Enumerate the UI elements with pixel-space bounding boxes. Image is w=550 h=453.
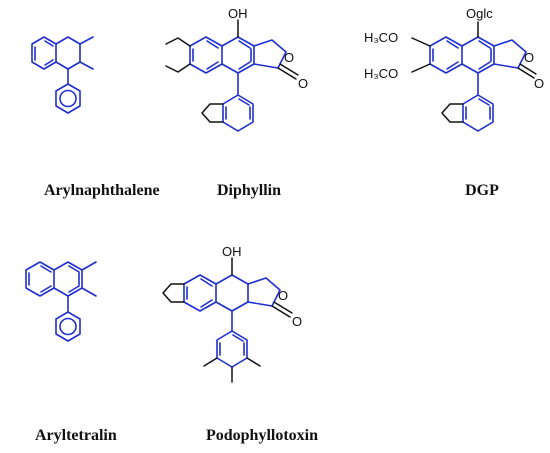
aryltetralin-structure xyxy=(25,261,97,342)
phenyl-ring xyxy=(55,83,81,114)
carbonyl-bond xyxy=(517,63,537,79)
ring-a xyxy=(25,261,55,297)
carbonyl-oxygen: O xyxy=(298,76,308,91)
diphyllin-structure: OH O O xyxy=(165,6,308,132)
methyl-bonds xyxy=(79,36,94,70)
ring-b xyxy=(215,274,249,312)
saturated-ring xyxy=(55,36,81,70)
ring-a-double-bonds xyxy=(192,40,219,70)
trimethoxyphenyl-double-bonds xyxy=(219,334,245,356)
methoxy-bonds xyxy=(165,37,191,73)
podophyllotoxin-structure: OH O O xyxy=(162,244,302,383)
aryl-ring xyxy=(462,94,494,132)
phenyl-aromatic-circle xyxy=(59,317,77,336)
ring-a xyxy=(183,274,217,312)
dgp-structure: Oglc H₃CO H₃CO O O xyxy=(364,6,544,132)
aryl-ring-double-bonds xyxy=(225,98,251,120)
carbonyl-bond xyxy=(271,301,293,318)
methoxy-bonds xyxy=(411,37,431,73)
methylenedioxy xyxy=(441,103,464,123)
phenyl-aromatic-circle xyxy=(59,89,77,108)
phenyl-ring xyxy=(55,311,81,342)
arylnaphthalene-label: Arylnaphthalene xyxy=(44,182,160,199)
ring-b-double-bonds xyxy=(238,40,252,70)
aryl-ring xyxy=(222,94,254,132)
trimethoxyphenyl-ring xyxy=(216,330,248,368)
ring-b-double-bonds xyxy=(478,40,492,70)
dgp-label: DGP xyxy=(465,182,499,199)
lactone-oxygen: O xyxy=(278,288,288,303)
ring-b xyxy=(53,261,83,297)
methoxy-top-label: H₃CO xyxy=(364,30,398,45)
methylenedioxy xyxy=(162,283,185,303)
methoxy-bonds xyxy=(203,357,261,383)
aryltetralin-label: Aryltetralin xyxy=(35,427,117,444)
ring-a xyxy=(189,36,223,74)
aryl-ring-double-bonds xyxy=(465,98,491,120)
oglc-label: Oglc xyxy=(466,6,493,21)
methyl-bonds xyxy=(81,261,97,297)
arylnaphthalene-structure xyxy=(31,36,94,114)
lactone-oxygen: O xyxy=(524,50,534,65)
benzo-ring-double-bonds xyxy=(34,40,54,66)
oh-label: OH xyxy=(222,244,242,259)
diphyllin-label: Diphyllin xyxy=(217,182,281,199)
ring-a-double-bonds xyxy=(432,40,459,70)
lactone-ring xyxy=(493,39,527,69)
carbonyl-oxygen: O xyxy=(534,76,544,91)
ring-a-double-bonds xyxy=(28,265,52,293)
ring-b xyxy=(221,36,255,74)
lactone-ring xyxy=(253,39,287,69)
ring-b xyxy=(461,36,495,74)
carbonyl-bond xyxy=(277,63,299,80)
lactone-ring xyxy=(247,277,281,307)
ring-a-double-bonds xyxy=(186,278,213,308)
methylenedioxy xyxy=(201,103,224,123)
podophyllotoxin-label: Podophyllotoxin xyxy=(206,427,318,444)
carbonyl-oxygen: O xyxy=(292,314,302,329)
methoxy-bottom-label: H₃CO xyxy=(364,66,398,81)
ring-a xyxy=(429,36,463,74)
ring-b-double-bonds xyxy=(68,265,80,293)
lactone-oxygen: O xyxy=(284,50,294,65)
oh-label: OH xyxy=(228,6,248,21)
